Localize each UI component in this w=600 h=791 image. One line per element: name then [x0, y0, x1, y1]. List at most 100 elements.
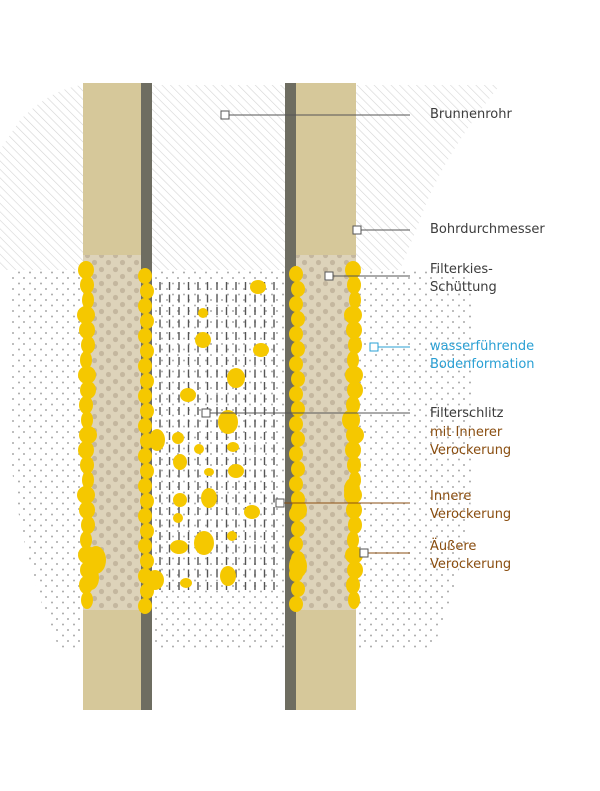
ochre-blob — [253, 343, 269, 357]
ochre-blob — [346, 396, 360, 414]
ochre-blob — [78, 441, 94, 459]
ochre-blob — [220, 566, 236, 586]
ochre-blob — [140, 553, 154, 569]
ochre-blob — [349, 291, 361, 309]
label-filterschlitz-1: Filterschlitz — [430, 406, 504, 421]
ochre-blob — [80, 351, 92, 369]
ochre-blob — [173, 493, 187, 507]
ochre-blob — [201, 488, 217, 508]
ochre-blob — [291, 461, 305, 477]
ochre-blob — [344, 306, 362, 324]
ochre-blob — [78, 366, 96, 384]
ochre-blob — [347, 561, 363, 579]
ochre-blob — [81, 516, 95, 534]
ochre-blob — [291, 341, 305, 357]
ochre-blob — [77, 486, 95, 504]
label-brunnenrohr: Brunnenrohr — [430, 107, 512, 122]
ochre-blob — [289, 296, 303, 312]
ochre-blob — [244, 505, 260, 519]
ochre-blob — [289, 386, 303, 402]
ochre-blob — [291, 500, 307, 520]
ochre-blob — [194, 531, 214, 555]
ochre-blob — [140, 493, 154, 509]
label-aeussere-1: Äußere — [430, 539, 477, 554]
ochre-blob — [140, 463, 154, 479]
ochre-blob — [204, 468, 214, 476]
ochre-blob — [140, 523, 154, 539]
ochre-blob — [77, 306, 95, 324]
ochre-blob — [227, 368, 245, 388]
ochre-blob — [348, 516, 362, 534]
ochre-blob — [289, 554, 307, 578]
ochre-blob — [291, 311, 305, 327]
ochre-blob — [228, 464, 244, 478]
ochre-blob — [140, 313, 154, 329]
ochre-blob — [347, 276, 361, 294]
ochre-blob — [289, 596, 303, 612]
ochre-blob — [138, 538, 152, 554]
ochre-blob — [289, 476, 303, 492]
ochre-blob — [345, 441, 361, 459]
ochre-blob — [345, 261, 361, 279]
ochre-blob — [344, 478, 360, 502]
ochre-blob — [227, 442, 239, 452]
filter-slots — [159, 282, 275, 590]
ochre-blob — [140, 373, 154, 389]
ochre-blob — [347, 531, 359, 549]
label-filterschlitz-2: mit Innerer — [430, 425, 503, 440]
ochre-blob — [227, 531, 237, 541]
ochre-blob — [348, 336, 362, 354]
ochre-blob — [78, 261, 94, 279]
ochre-blob — [194, 444, 204, 454]
ochre-blob — [138, 478, 152, 494]
ochre-blob — [83, 566, 99, 590]
ochre-blob — [291, 431, 305, 447]
ochre-blob — [173, 513, 183, 523]
ochre-blob — [138, 358, 152, 374]
ochre-blob — [180, 578, 192, 588]
ochre-blob — [138, 598, 152, 614]
ochre-blob — [138, 508, 152, 524]
ochre-blob — [79, 321, 95, 339]
ochre-blob — [138, 298, 152, 314]
ochre-blob — [79, 501, 95, 519]
ochre-deposits — [77, 261, 364, 614]
ochre-blob — [345, 546, 363, 564]
ochre-blob — [138, 388, 152, 404]
ochre-blob — [140, 403, 154, 419]
ochre-blob — [289, 416, 303, 432]
ochre-blob — [348, 591, 360, 609]
ochre-blob — [173, 454, 187, 470]
ochre-blob — [347, 381, 363, 399]
ochre-blob — [80, 381, 96, 399]
label-aeussere-2: Verockerung — [430, 557, 512, 572]
ochre-blob — [140, 283, 154, 299]
ochre-blob — [291, 401, 305, 417]
ochre-blob — [346, 321, 362, 339]
label-filterschlitz-3: Verockerung — [430, 443, 512, 458]
ochre-blob — [347, 456, 361, 474]
ochre-blob — [140, 343, 154, 359]
label-bohrdurchmesser: Bohrdurchmesser — [430, 222, 545, 237]
upper-soil-hatch — [0, 84, 500, 270]
ochre-blob — [289, 356, 303, 372]
aquifer-dots — [10, 270, 473, 650]
ochre-blob — [291, 371, 305, 387]
ochre-blob — [289, 446, 303, 462]
ochre-blob — [346, 501, 362, 519]
label-filterkies-1: Filterkies- — [430, 262, 493, 277]
ochre-blob — [218, 410, 238, 434]
ochre-blob — [149, 429, 165, 451]
ochre-blob — [146, 570, 164, 590]
ochre-blob — [138, 448, 152, 464]
ochre-blob — [346, 426, 364, 444]
ochre-blob — [195, 332, 211, 348]
ochre-blob — [289, 536, 303, 552]
ochre-blob — [81, 336, 95, 354]
ochre-blob — [347, 351, 359, 369]
ochre-blob — [80, 276, 94, 294]
label-wasser-1: wasserführende — [430, 339, 535, 354]
ochre-blob — [180, 388, 196, 402]
ochre-blob — [81, 411, 93, 429]
